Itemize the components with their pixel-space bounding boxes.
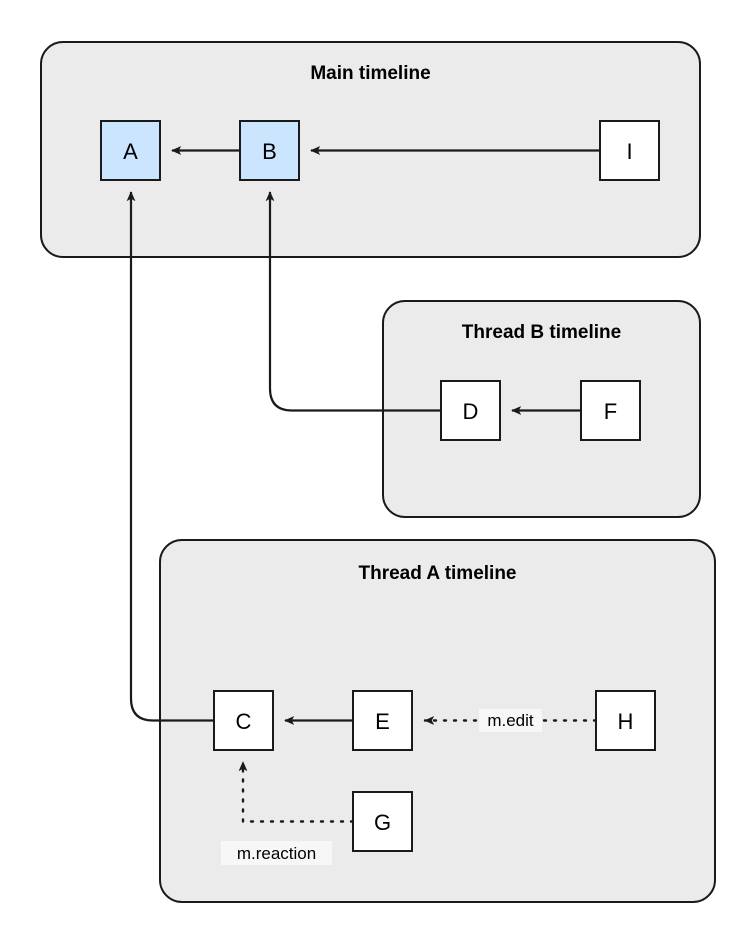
node-f-box[interactable] <box>580 380 641 441</box>
node-d-label: D <box>463 399 479 424</box>
group-thread-b-timeline: Thread B timeline <box>382 300 701 518</box>
edge-d-to-b <box>265 191 441 412</box>
node-h-box[interactable] <box>595 690 656 751</box>
edge-labels-layer: m.edit m.reaction <box>221 709 542 865</box>
node-b[interactable]: B <box>239 120 300 181</box>
node-c[interactable]: C <box>213 690 274 751</box>
edge-label-m-reaction-text: m.reaction <box>237 844 316 863</box>
nodes-layer: A B I D F C <box>100 120 660 852</box>
node-b-box[interactable] <box>239 120 300 181</box>
node-d-box[interactable] <box>440 380 501 441</box>
node-c-label: C <box>236 709 252 734</box>
edge-c-to-a <box>126 191 214 722</box>
node-c-box[interactable] <box>213 690 274 751</box>
node-a-box[interactable] <box>100 120 161 181</box>
node-g-box[interactable] <box>352 791 413 852</box>
node-g[interactable]: G <box>352 791 413 852</box>
node-d[interactable]: D <box>440 380 501 441</box>
node-i-label: I <box>626 139 632 164</box>
edges-layer <box>126 146 600 823</box>
edge-label-m-edit: m.edit <box>479 709 542 732</box>
edge-label-m-reaction: m.reaction <box>221 841 332 865</box>
edge-g-to-c <box>238 760 355 823</box>
node-f-label: F <box>604 399 617 424</box>
group-thread-a-timeline: Thread A timeline <box>159 539 716 903</box>
node-b-label: B <box>262 139 277 164</box>
node-a[interactable]: A <box>100 120 161 181</box>
node-a-label: A <box>123 139 138 164</box>
edge-label-m-reaction-bg <box>221 841 332 865</box>
group-thread-a-timeline-title: Thread A timeline <box>358 563 516 584</box>
node-g-label: G <box>374 810 391 835</box>
node-h[interactable]: H <box>595 690 656 751</box>
node-i-box[interactable] <box>599 120 660 181</box>
node-e-label: E <box>375 709 390 734</box>
edge-label-m-edit-bg <box>479 709 542 732</box>
node-h-label: H <box>618 709 634 734</box>
group-thread-b-timeline-box <box>382 300 701 518</box>
group-main-timeline-title: Main timeline <box>310 63 430 84</box>
node-e[interactable]: E <box>352 690 413 751</box>
node-i[interactable]: I <box>599 120 660 181</box>
node-e-box[interactable] <box>352 690 413 751</box>
group-thread-b-timeline-title: Thread B timeline <box>462 322 621 343</box>
node-f[interactable]: F <box>580 380 641 441</box>
edge-label-m-edit-text: m.edit <box>487 711 534 730</box>
